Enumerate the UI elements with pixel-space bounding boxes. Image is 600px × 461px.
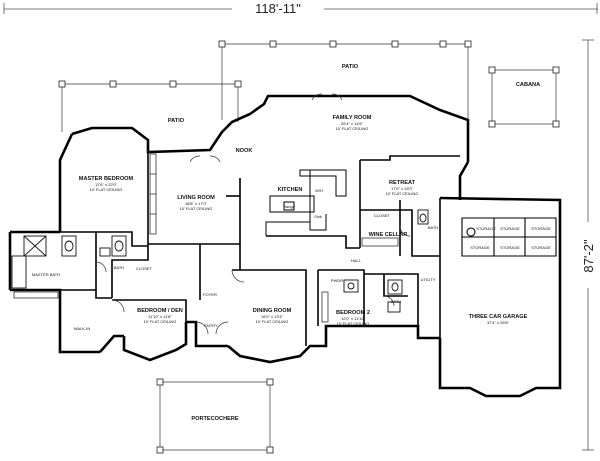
label-storage-6: STORAGE: [531, 245, 551, 250]
kitchen-fixtures: [265, 169, 347, 236]
patio-columns: [58, 40, 560, 454]
family-room-ceiling: 10' FLAT CEILING: [336, 126, 369, 131]
patio-outlines: [61, 43, 557, 451]
label-wh: W/H: [315, 188, 323, 193]
master-bedroom-size: 17'6" x 22'0": [95, 182, 118, 187]
label-walk-in: WALK-IN: [74, 326, 91, 331]
label-family-room: FAMILY ROOM: [333, 115, 372, 121]
living-room-ceiling: 10' FLAT CEILING: [180, 206, 213, 211]
label-retreat-closet: CLOSET: [374, 213, 391, 218]
label-bath-2: BATH: [391, 299, 401, 304]
label-storage-1: STORAGE: [476, 226, 496, 231]
label-bath-right: BATH: [428, 225, 438, 230]
label-nook: NOOK: [236, 148, 253, 154]
garage-storage: [461, 217, 557, 257]
bedroom-2-ceiling: 10' FLAT CEILING: [337, 321, 370, 326]
label-bath-left: BATH: [114, 265, 124, 270]
label-storage-4: STORAGE: [470, 245, 490, 250]
label-dining-room: DINING ROOM: [253, 308, 292, 314]
label-closet-left: CLOSET: [136, 266, 153, 271]
label-patio-left: PATIO: [168, 118, 185, 124]
label-storage-5: STORAGE: [500, 245, 520, 250]
bedroom-den-ceiling: 10' FLAT CEILING: [144, 319, 177, 324]
master-bedroom-ceiling: 10' FLAT CEILING: [90, 187, 123, 192]
label-master-bath: MASTER BATH: [32, 272, 60, 277]
exterior-walls: [8, 94, 562, 398]
bedroom-2-size: 12'0" x 11'10": [341, 316, 365, 321]
room-labels: PATIO PATIO CABANA FAMILY ROOM 26'4" x 1…: [32, 64, 551, 422]
overall-width-label: 118'-11": [255, 1, 301, 16]
overall-depth-label: 87'-2": [581, 239, 596, 273]
door-swings: [95, 93, 411, 335]
label-storage-2: STORAGE: [500, 226, 520, 231]
label-three-car-garage: THREE CAR GARAGE: [469, 314, 528, 320]
label-kitchen: KITCHEN: [278, 187, 303, 193]
shelving: [13, 153, 399, 323]
label-hall: HALL: [351, 258, 362, 263]
label-patio-top: PATIO: [342, 64, 359, 70]
retreat-size: 17'0" x 15'0": [391, 186, 414, 191]
label-portecochere: PORTECOCHERE: [191, 416, 239, 422]
label-utility: UTILITY: [421, 277, 436, 282]
bedroom-den-size: 11'10" x 11'8": [148, 314, 172, 319]
living-room-size: 18'8" x 17'0": [185, 201, 208, 206]
label-retreat: RETREAT: [389, 180, 416, 186]
label-powder: PWDR: [331, 278, 343, 283]
dining-room-size: 16'0" x 13'4": [261, 314, 284, 319]
interior-walls: [60, 152, 460, 346]
label-living-room: LIVING ROOM: [177, 195, 215, 201]
label-foyer: FOYER: [203, 292, 217, 297]
label-storage-3: STORAGE: [531, 226, 551, 231]
three-car-garage-size: 37'4" x 26'8": [487, 320, 510, 325]
label-sink: Sink: [314, 214, 322, 219]
dining-room-ceiling: 10' FLAT CEILING: [256, 319, 289, 324]
label-range: Range: [283, 204, 296, 209]
label-master-bedroom: MASTER BEDROOM: [79, 176, 134, 182]
label-bedroom-2: BEDROOM 2: [336, 310, 370, 316]
label-cabana: CABANA: [516, 82, 540, 88]
label-wine-cellar: WINE CELLAR: [369, 232, 408, 238]
family-room-size: 26'4" x 14'6": [341, 121, 364, 126]
label-bedroom-den: BEDROOM / DEN: [137, 308, 183, 314]
retreat-ceiling: 10' FLAT CEILING: [386, 191, 419, 196]
label-entry: ENTRY: [204, 323, 218, 328]
bath-fixtures: [11, 209, 429, 313]
